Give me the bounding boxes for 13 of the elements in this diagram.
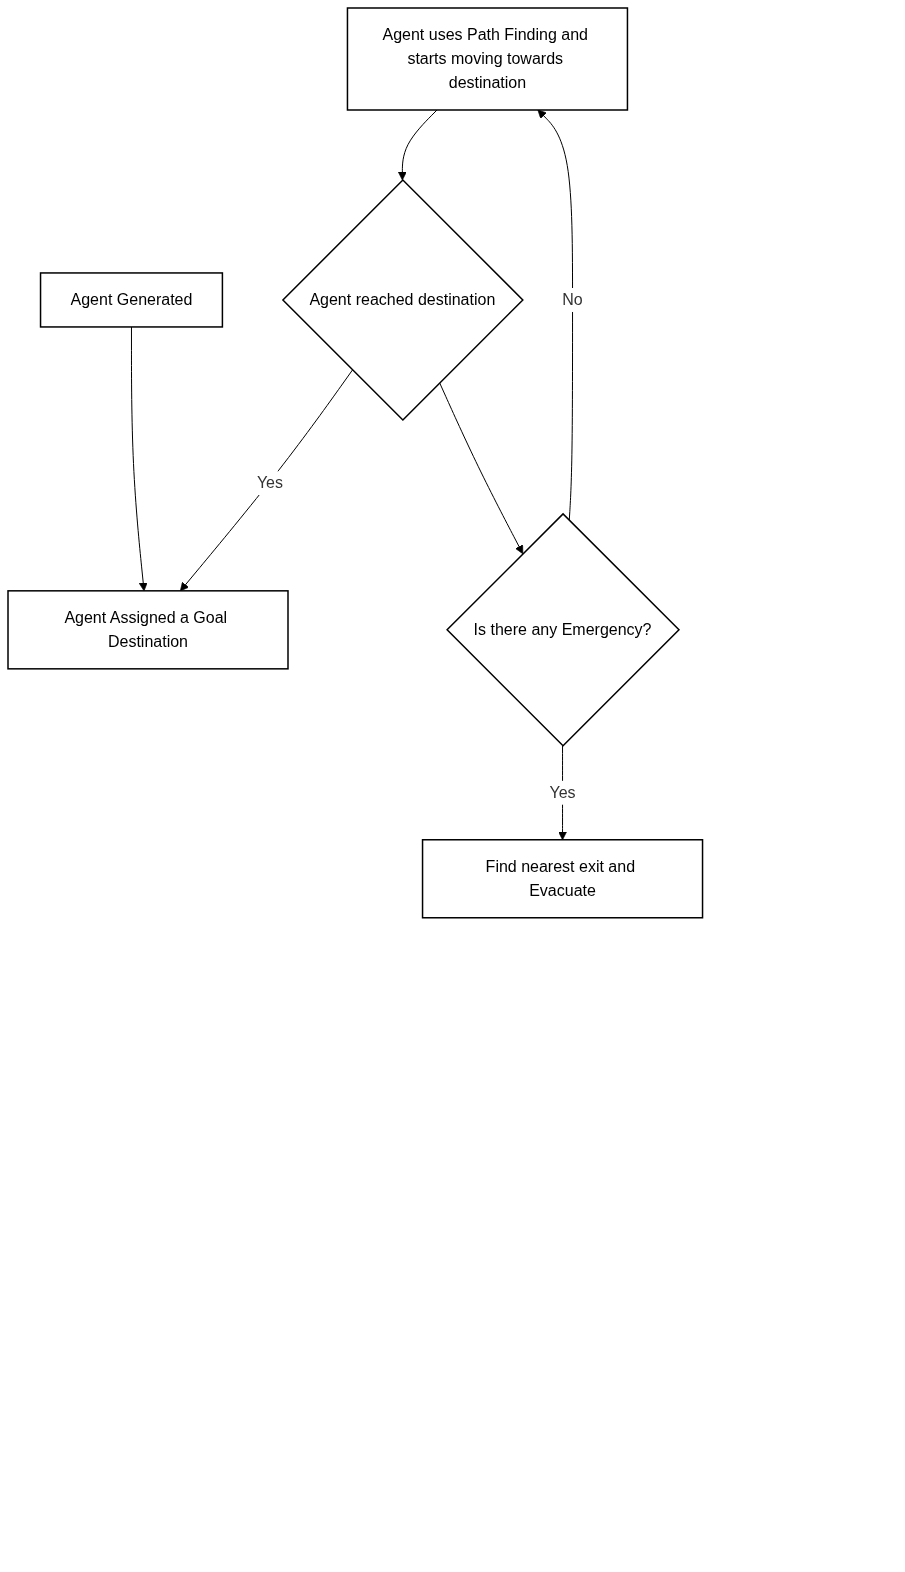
- node-box: Find nearest exit and Evacuate: [421, 839, 704, 919]
- edge-label: No: [562, 290, 583, 308]
- arrow: [439, 382, 524, 555]
- arrow: [397, 109, 438, 181]
- edge-label: Yes: [549, 783, 576, 801]
- edge-label: Yes: [256, 474, 284, 492]
- arrow: [180, 369, 353, 592]
- node-box: Agent Assigned a Goal Destination: [7, 590, 289, 670]
- node-box: Agent Generated: [39, 272, 224, 328]
- node-box: Agent uses Path Finding and starts moving towards destination: [346, 7, 629, 111]
- arrow: [130, 326, 148, 592]
- node-diamond: Is there any Emergency?: [446, 512, 681, 747]
- node-diamond: Agent reached destination: [281, 178, 524, 421]
